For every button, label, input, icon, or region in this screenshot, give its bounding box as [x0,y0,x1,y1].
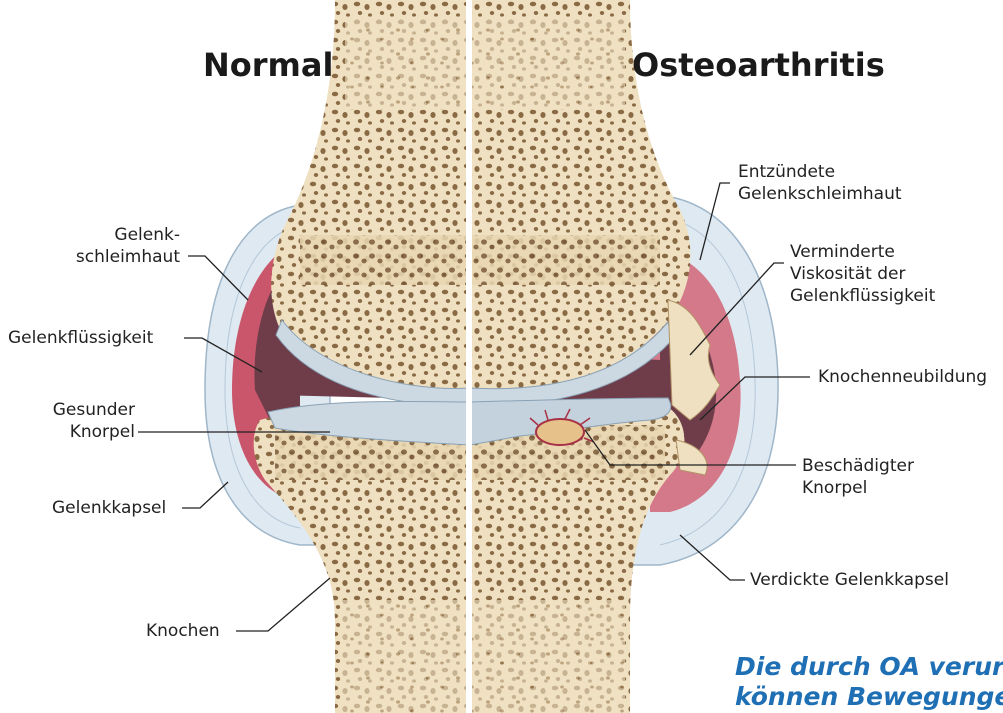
damaged-line1: Beschädigter [802,455,914,477]
center-divider [466,0,472,713]
teaser-line2: können Bewegunge [735,682,1003,712]
synovium-label-line2: schleimhaut [70,246,180,268]
thick-capsule-label: Verdickte Gelenkkapsel [750,569,949,591]
inflamed-line1: Entzündete [738,161,902,183]
synovium-label: Gelenk- schleimhaut [70,224,180,268]
viscosity-line1: Verminderte [790,241,935,263]
upper-bone [271,0,690,405]
healthy-cartilage-line1: Gesunder [20,399,135,421]
capsule-label: Gelenkkapsel [52,497,166,519]
oa-heading: Osteoarthritis [632,46,885,84]
fluid-label: Gelenkflüssigkeit [8,327,153,349]
healthy-cartilage-label: Gesunder Knorpel [20,399,135,443]
normal-heading: Normal [203,46,333,84]
osteophyte-label: Knochenneubildung [818,366,987,388]
damaged-line2: Knorpel [802,477,914,499]
viscosity-line2: Viskosität der [790,263,935,285]
inflamed-line2: Gelenkschleimhaut [738,183,902,205]
viscosity-label: Verminderte Viskosität der Gelenkflüssig… [790,241,935,307]
teaser-line1: Die durch OA verur [735,652,1003,682]
synovium-label-line1: Gelenk- [70,224,180,246]
damaged-cartilage-label: Beschädigter Knorpel [802,455,914,499]
bone-label: Knochen [146,620,220,642]
healthy-cartilage-line2: Knorpel [20,421,135,443]
viscosity-line3: Gelenkflüssigkeit [790,285,935,307]
inflamed-synovium-label: Entzündete Gelenkschleimhaut [738,161,902,205]
